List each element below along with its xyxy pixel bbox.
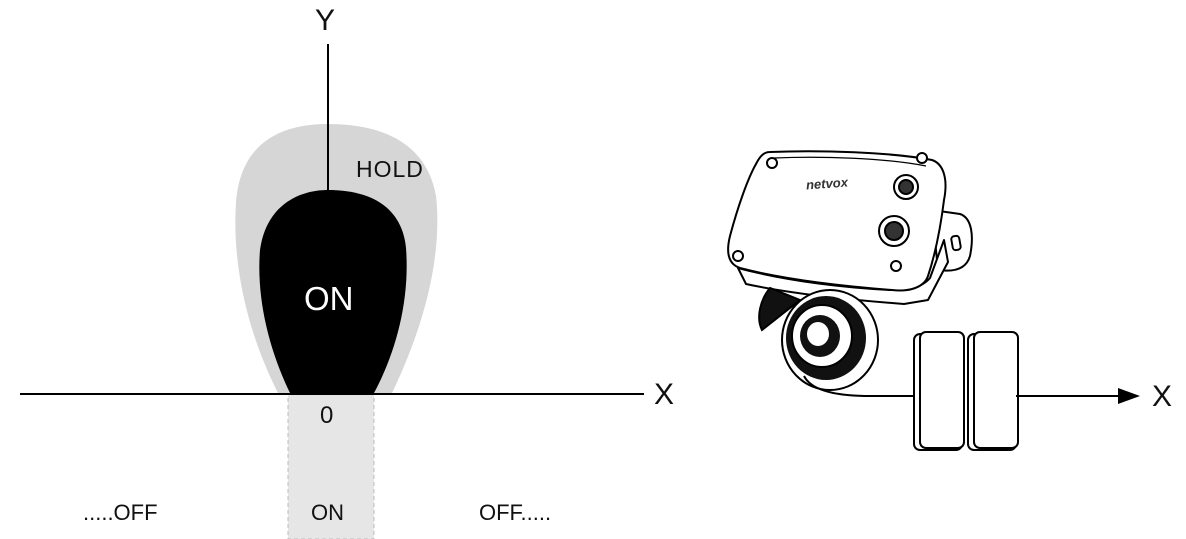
cable-gland: [758, 286, 879, 391]
sensor-device: [727, 150, 973, 305]
bottom-off-right-label: OFF.....: [479, 500, 552, 525]
device-top-face: [727, 150, 947, 292]
bracket-slot: [950, 234, 962, 252]
on-zone-label: ON: [304, 280, 354, 317]
gland-hole: [807, 322, 829, 346]
bottom-off-left-label: .....OFF: [83, 500, 158, 525]
contact-block-right: [973, 331, 1019, 449]
x-axis-label: X: [654, 378, 675, 411]
screw-bottom-right-icon: [890, 260, 902, 272]
button-top-inner: [898, 179, 914, 195]
device-top-inner-edge: [773, 156, 927, 167]
on-zone: [259, 190, 407, 393]
button-bottom-inner: [884, 221, 904, 241]
door-contact: [913, 331, 1019, 451]
right-x-axis-label: X: [1152, 380, 1173, 413]
screw-top-left-icon: [766, 157, 778, 169]
right-x-arrowhead: [1118, 388, 1140, 404]
origin-label: 0: [320, 402, 334, 429]
screw-top-right-icon: [916, 152, 928, 164]
bottom-on-label: ON: [311, 500, 344, 525]
screw-bottom-left-icon: [732, 250, 744, 262]
contact-block-left: [919, 331, 965, 449]
hold-label: HOLD: [356, 156, 424, 182]
gland-body: [758, 286, 802, 332]
netvox-logo: netvox: [805, 174, 849, 193]
y-axis-label: Y: [315, 4, 336, 37]
cable: [803, 375, 918, 397]
